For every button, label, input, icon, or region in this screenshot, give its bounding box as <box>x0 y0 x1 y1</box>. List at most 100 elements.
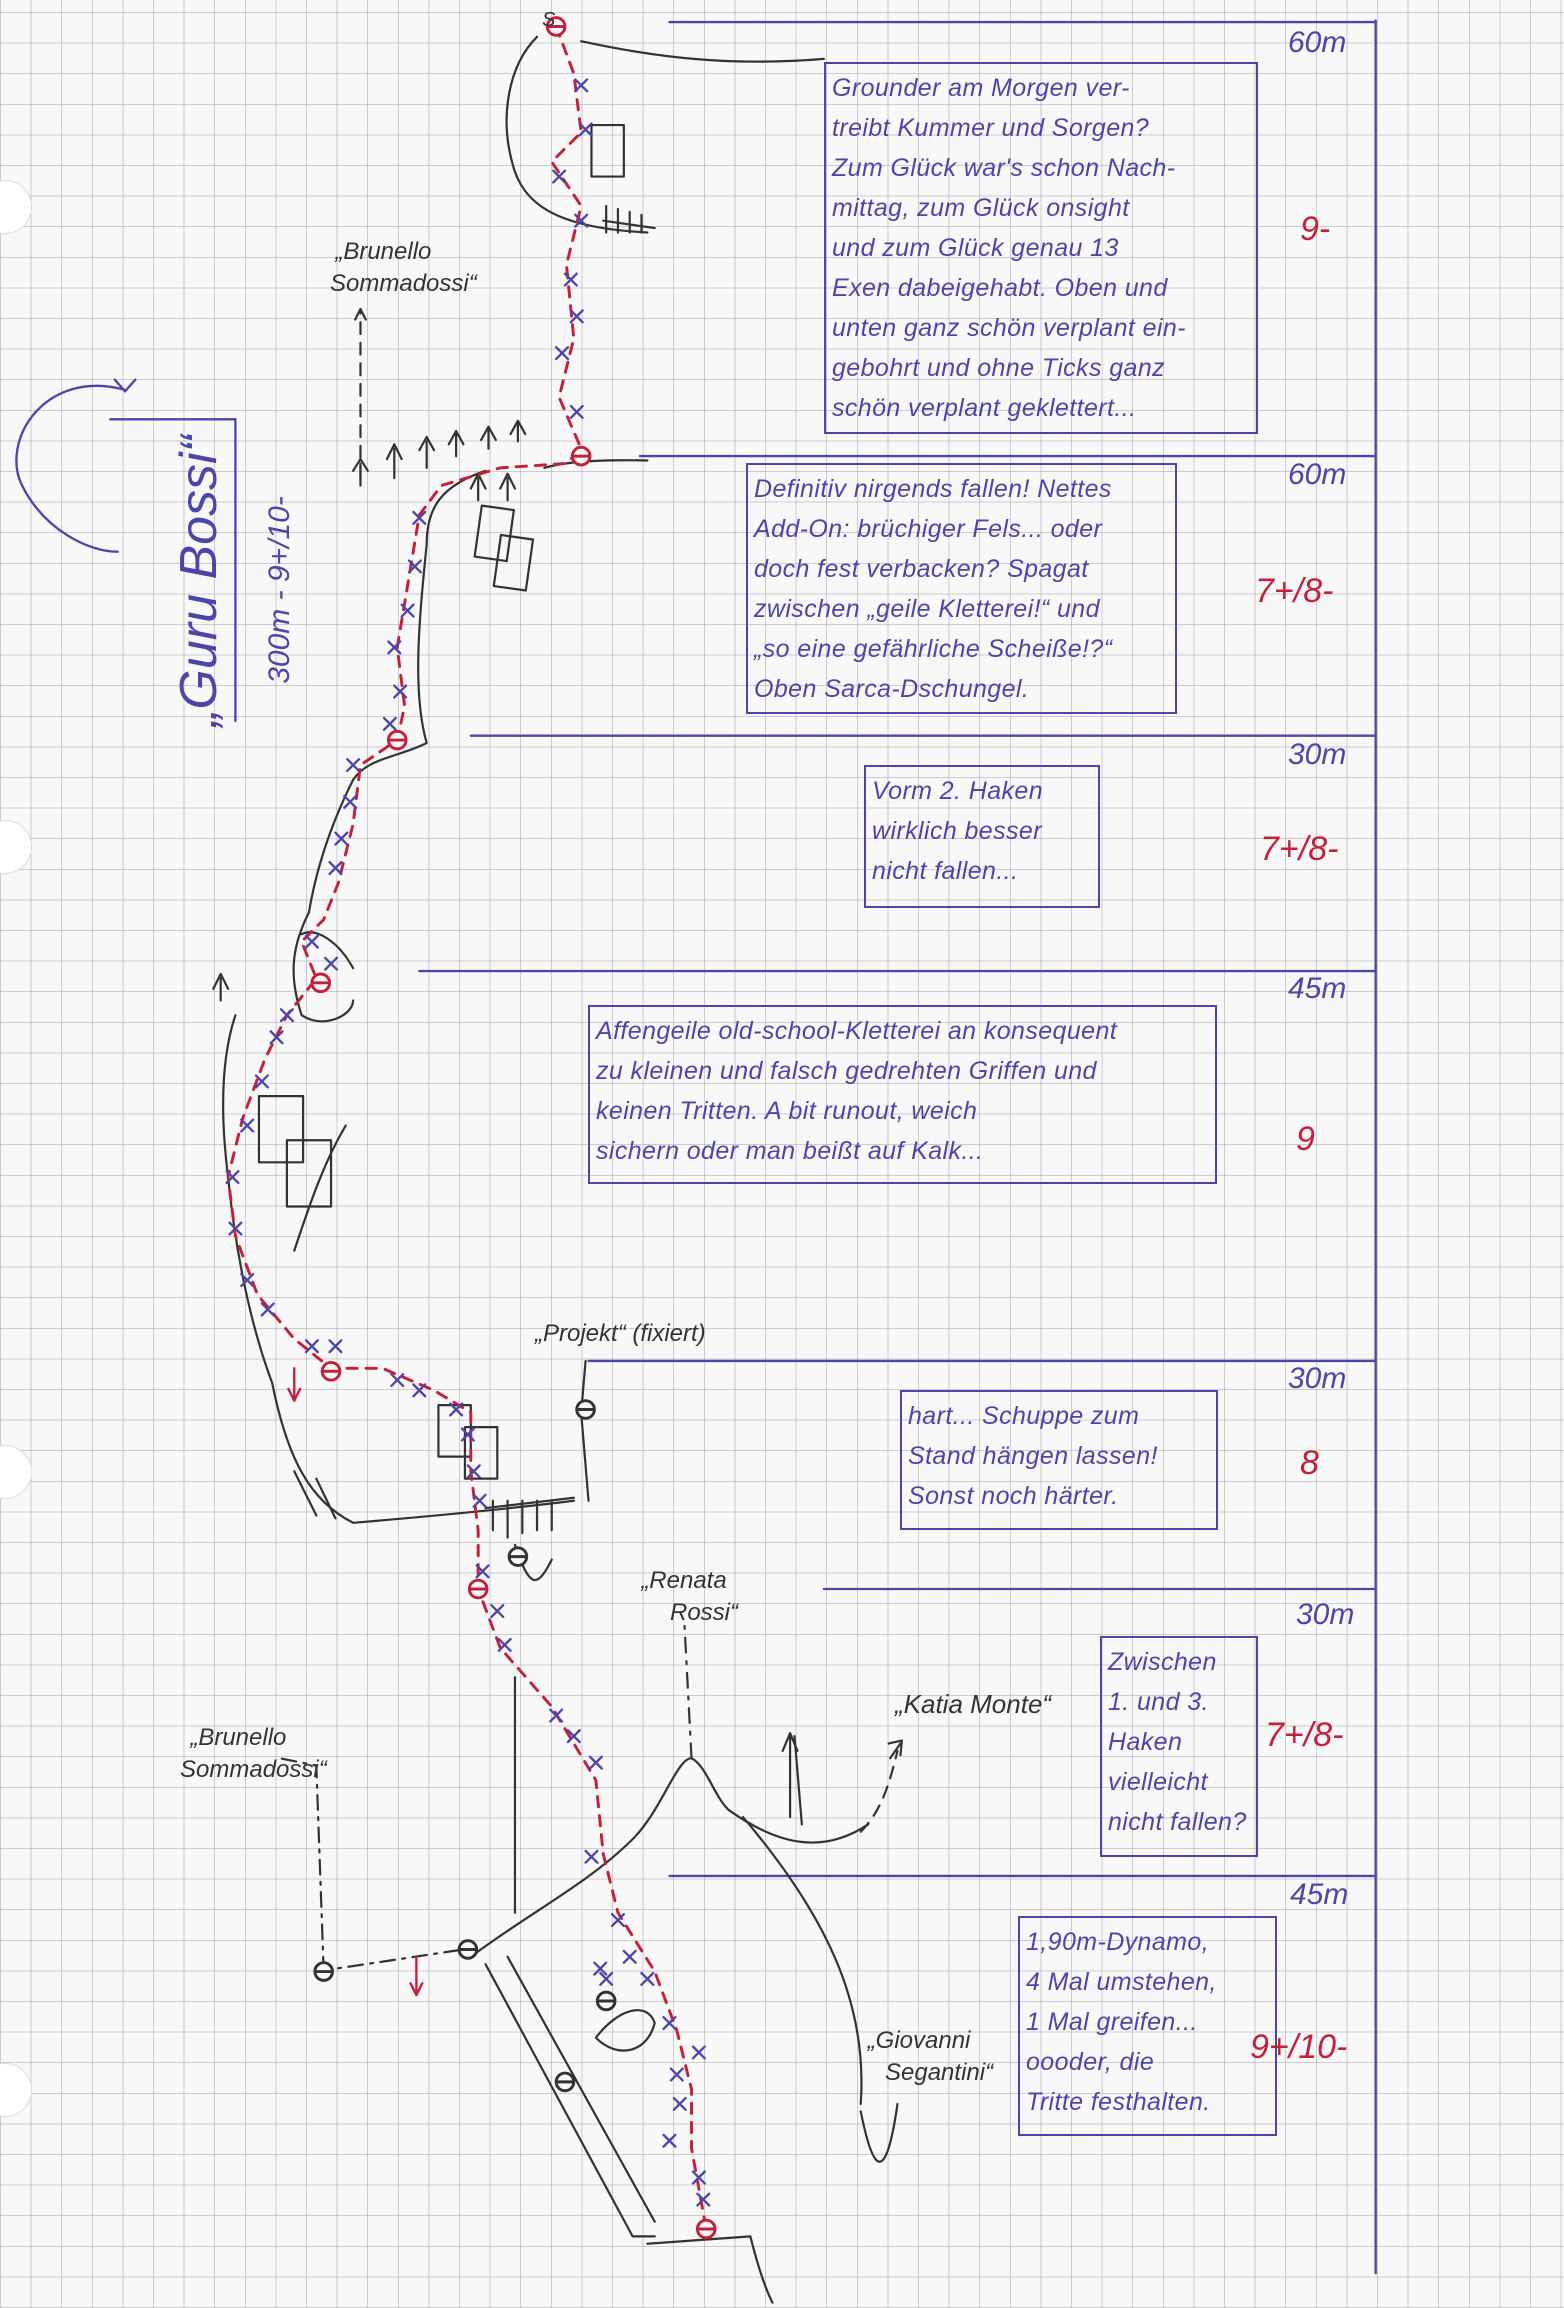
pitch-note-line: schön verplant geklettert... <box>832 394 1137 422</box>
arrow-icons <box>212 419 904 1819</box>
bolt-mark <box>588 1755 603 1770</box>
bolt-mark <box>696 2192 711 2207</box>
bolt-mark <box>260 1302 275 1317</box>
bolt-mark <box>554 346 570 361</box>
bolt-mark <box>662 2015 677 2031</box>
pitch-note-line: zwischen „geile Kletterei!“ und <box>754 595 1100 623</box>
belay-station-icon <box>595 1990 617 2012</box>
bolt-mark <box>578 122 593 137</box>
bolt-mark <box>393 684 408 699</box>
belay-station-icon <box>554 2071 576 2093</box>
pitch-note-line: keinen Tritten. A bit runout, weich <box>596 1097 978 1125</box>
pitch-length: 30m <box>1288 738 1347 771</box>
bolt-mark <box>412 510 427 525</box>
pitch-note-box: 1,90m-Dynamo,4 Mal umstehen,1 Mal greife… <box>1018 1916 1277 2136</box>
block-icon <box>257 1095 305 1164</box>
bolt-mark <box>400 603 415 618</box>
bolt-mark <box>574 78 589 93</box>
belay-station-icon <box>386 729 408 751</box>
bolt-mark <box>640 1971 655 1986</box>
pitch-note-line: Zum Glück war's schon Nach- <box>832 154 1176 182</box>
curved-arrow <box>15 384 127 553</box>
belay-station-icon <box>320 1360 342 1382</box>
bolt-mark <box>593 1961 608 1976</box>
rappel-arrow-icon <box>287 1367 424 1997</box>
bolt-mark <box>569 404 584 420</box>
bolt-mark <box>225 1169 240 1185</box>
pitch-note-box: Affengeile old-school-Kletterei an konse… <box>588 1005 1217 1184</box>
pitch-grade: 9- <box>1300 210 1331 248</box>
bolt-mark <box>382 716 397 731</box>
pitch-note-line: 4 Mal umstehen, <box>1026 1968 1217 1996</box>
bolt-mark <box>343 794 358 809</box>
pitch-note-line: Sonst noch härter. <box>908 1482 1119 1510</box>
bolt-mark <box>240 1118 255 1133</box>
belay-station-icon <box>310 972 332 994</box>
pitch-note-line: Haken <box>1108 1728 1183 1756</box>
belay-station-icon <box>467 1578 489 1600</box>
pitch-length: 60m <box>1288 26 1347 59</box>
pitch-length: 30m <box>1288 1362 1347 1395</box>
bolt-mark <box>622 1949 637 1964</box>
bolt-mark <box>412 1383 427 1398</box>
bolt-mark <box>552 169 567 184</box>
pitch-note-line: Oben Sarca-Dschungel. <box>754 675 1030 703</box>
pitch-note-line: 1,90m-Dynamo, <box>1026 1928 1210 1956</box>
pitch-length: 60m <box>1288 458 1347 491</box>
bolt-mark <box>566 1729 581 1744</box>
belay-station-icon <box>695 2218 717 2240</box>
pitch-note-line: Tritte festhalten. <box>1026 2088 1211 2116</box>
bolt-mark <box>254 1074 269 1089</box>
pitch-frame <box>15 19 1377 2275</box>
pitch-length: 45m <box>1288 972 1347 1005</box>
bolt-mark <box>323 956 339 971</box>
label-projekt: „Projekt“ (fixiert) <box>535 1320 706 1347</box>
pitch-note-line: hart... Schuppe zum <box>908 1402 1140 1430</box>
bolt-mark <box>497 1637 512 1652</box>
bolt-mark <box>610 1912 626 1928</box>
pitch-note-line: unten ganz schön verplant ein- <box>832 314 1186 342</box>
pitch-length: 45m <box>1290 1878 1349 1911</box>
pitch-note-box: Grounder am Morgen ver-treibt Kummer und… <box>824 62 1258 434</box>
pitch-length: 30m <box>1296 1598 1355 1631</box>
block-icon <box>473 504 515 563</box>
pitch-note-line: nicht fallen? <box>1108 1808 1247 1836</box>
pitch-note-line: und zum Glück genau 13 <box>832 234 1119 262</box>
pitch-note-line: treibt Kummer und Sorgen? <box>832 114 1150 142</box>
bolt-mark <box>475 1564 490 1579</box>
pitch-note-line: gebohrt und ohne Ticks ganz <box>832 354 1166 382</box>
label-katia-monte: „Katia Monte“ <box>895 1689 1052 1719</box>
block-icon <box>590 123 625 178</box>
route-title: „Guru Bossi“ <box>170 435 228 727</box>
bolt-mark <box>407 559 422 574</box>
bolt-mark <box>334 831 349 846</box>
route-subtitle: 300m - 9+/10- <box>263 496 296 684</box>
bolt-mark <box>228 1221 243 1236</box>
bolt-mark <box>240 1272 255 1288</box>
bolt-mark <box>328 861 343 876</box>
bolt-mark <box>584 1849 599 1864</box>
pitch-note-line: mittag, zum Glück onsight <box>832 194 1130 222</box>
pitch-note-line: Stand hängen lassen! <box>908 1442 1158 1470</box>
bolt-mark <box>279 1008 294 1023</box>
bolt-mark <box>569 309 584 324</box>
pitch-note-line: doch fest verbacken? Spagat <box>754 555 1089 583</box>
pitch-note-line: Zwischen <box>1108 1648 1217 1676</box>
pitch-note-line: Add-On: brüchiger Fels... oder <box>754 515 1103 543</box>
top-marker: S <box>542 9 556 31</box>
bolt-mark <box>691 2045 706 2060</box>
bolt-mark <box>599 1971 614 1986</box>
belay-station-icon <box>507 1546 529 1567</box>
bolt-mark <box>563 272 578 287</box>
bolt-mark <box>304 934 319 949</box>
pitch-note-line: Definitiv nirgends fallen! Nettes <box>754 475 1112 503</box>
bolt-mark <box>387 640 402 655</box>
